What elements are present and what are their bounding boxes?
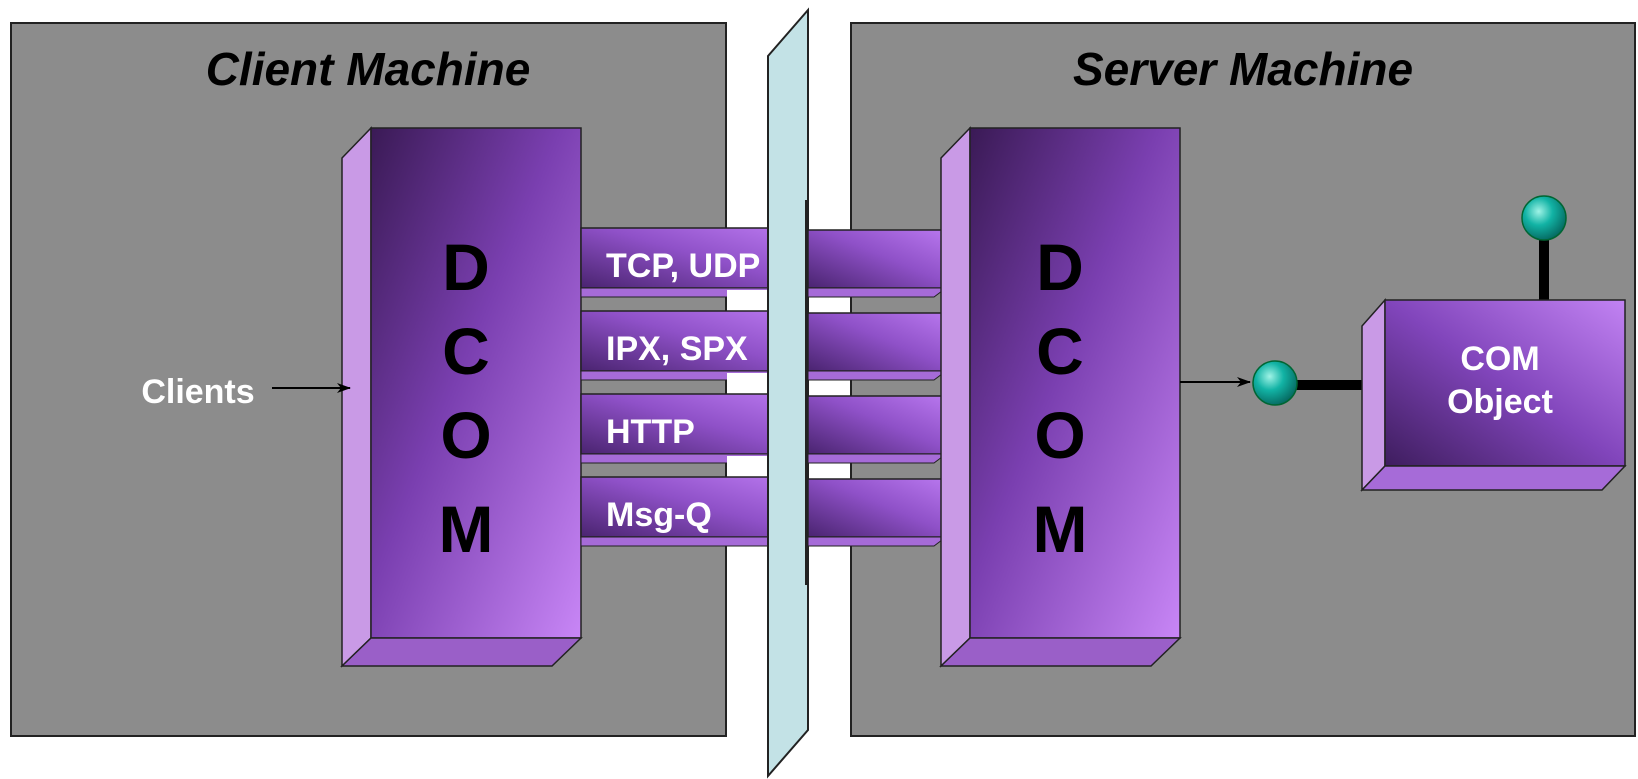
protocol-bar-4-left [580,476,795,547]
client-dcom-letter-m: M [439,492,494,566]
protocol-label-ipx-spx: IPX, SPX [606,330,748,368]
server-dcom-letter-d: D [1036,230,1084,304]
com-interface-top-lollipop-icon [1521,195,1567,300]
server-machine-title: Server Machine [1073,43,1413,95]
protocol-bar-1-right [807,229,948,298]
client-dcom-block: D C O M [340,126,583,668]
server-dcom-letter-o: O [1034,398,1085,472]
protocol-bar-1-left [580,227,795,298]
com-object-label-line-2: Object [1447,383,1553,421]
server-dcom-block: D C O M [939,126,1182,668]
com-object-label-line-1: COM [1460,340,1539,378]
client-dcom-letter-o: O [440,398,491,472]
protocol-bar-3-right [807,395,948,464]
protocol-bars-client-side [580,227,795,547]
client-machine-title: Client Machine [206,43,531,95]
protocol-label-msg-q: Msg-Q [606,496,712,534]
protocol-bar-4-right [807,478,948,547]
network-boundary-plane [767,7,809,779]
clients-label: Clients [141,373,254,411]
com-object-box: COM Object [1360,298,1627,492]
server-dcom-letter-c: C [1036,314,1084,388]
client-dcom-letter-d: D [442,230,490,304]
protocol-bar-2-right [807,312,948,381]
client-dcom-letter-c: C [442,314,490,388]
server-dcom-letter-m: M [1033,492,1088,566]
protocol-label-tcp-udp: TCP, UDP [606,247,760,285]
protocol-bars-server-side [807,229,948,547]
protocol-label-http: HTTP [606,413,695,451]
com-interface-left-lollipop-icon [1252,360,1366,406]
